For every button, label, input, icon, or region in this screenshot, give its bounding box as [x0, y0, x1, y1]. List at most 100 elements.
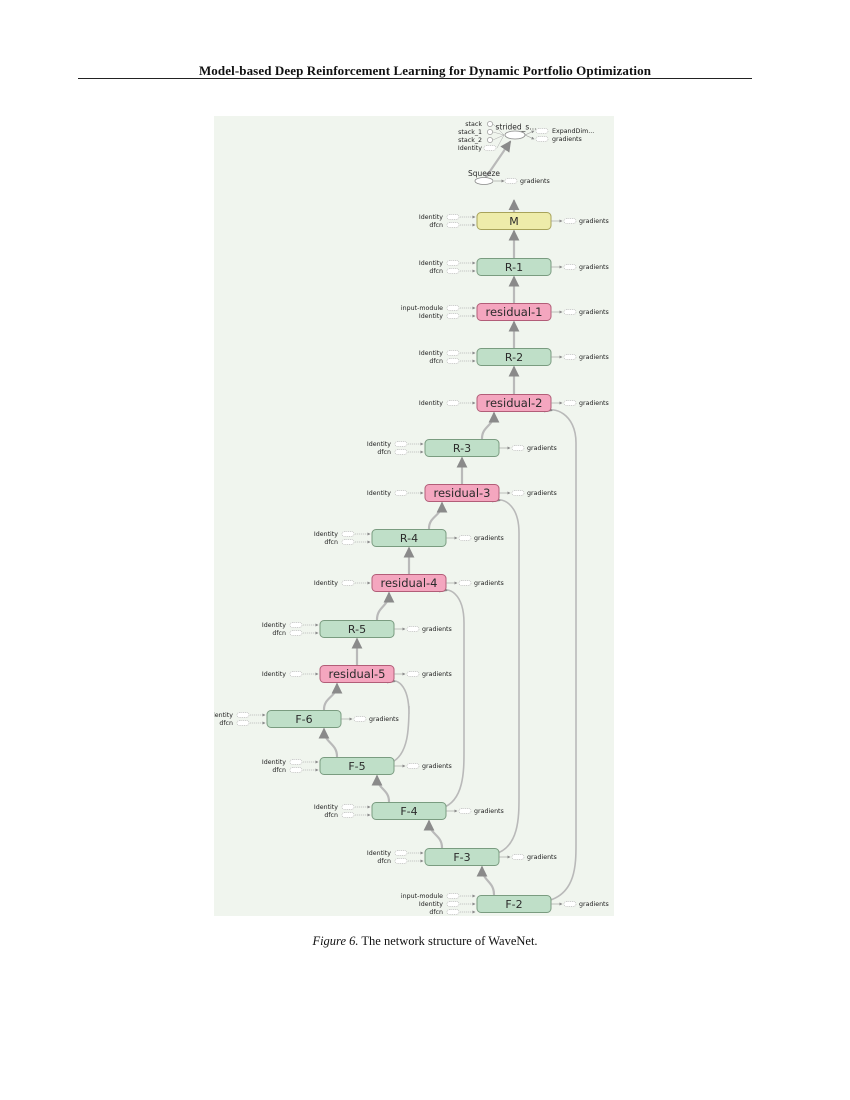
output-port-icon [511, 854, 525, 860]
output-port-icon [458, 808, 472, 814]
strided-input-edge [496, 134, 505, 149]
strided-output-arrow [524, 134, 535, 140]
node-F-5-input-label: Identity [262, 759, 286, 766]
node-F-4-output-label: gradients [474, 808, 504, 815]
input-port-icon [446, 909, 460, 915]
node-F-3-label: F-3 [453, 851, 470, 864]
input-port-icon [394, 490, 408, 496]
node-F-2-label: F-2 [505, 898, 522, 911]
edge-squeeze-to-strided [482, 140, 512, 182]
node-M-label: M [509, 215, 519, 228]
node-R-1-label: R-1 [505, 261, 523, 274]
running-title: Model-based Deep Reinforcement Learning … [198, 63, 652, 78]
node-residual-5-input-label: Identity [262, 671, 286, 678]
node-R-1-input-label: Identity [419, 260, 443, 267]
skip-edge-F-2-to-residual-2 [543, 404, 577, 902]
node-F-3-input-label: dfcn [377, 858, 391, 865]
input-port-icon [289, 622, 303, 628]
strided-output-arrow [524, 130, 535, 136]
squeeze-op-ellipse [474, 177, 494, 185]
node-residual-2-label: residual-2 [485, 396, 542, 410]
skip-edge-F-4-to-residual-4 [438, 584, 465, 809]
output-port-icon [406, 763, 420, 769]
node-F-4-input-label: Identity [314, 804, 338, 811]
skip-edge-F-5-to-residual-5 [386, 675, 410, 764]
figure-caption: Figure 6. The network structure of WaveN… [0, 934, 850, 949]
output-port-icon [458, 535, 472, 541]
skip-edge-F-3-to-residual-3 [491, 494, 520, 855]
graph-top-ops: Squeezegradientsstrided_s...stackstack_1… [458, 121, 594, 185]
strided-input-label: stack [465, 121, 482, 128]
node-R-3-output-label: gradients [527, 445, 557, 452]
output-port-icon [563, 400, 577, 406]
node-F-2-input-label: dfcn [429, 909, 443, 916]
node-F-6-input-label: Identity [214, 712, 233, 719]
strided-input-edge [492, 131, 505, 136]
node-R-4-label: R-4 [400, 532, 418, 545]
strided-input-label: Identity [458, 145, 482, 152]
strided-slice-label: strided_s... [496, 123, 537, 132]
caption-text: The network structure of WaveNet. [361, 934, 538, 948]
input-port-icon [236, 712, 250, 718]
strided-output-label: gradients [552, 136, 582, 143]
node-R-3-label: R-3 [453, 442, 471, 455]
node-F-5-output-label: gradients [422, 763, 452, 770]
node-R-1-input-label: dfcn [429, 268, 443, 275]
input-port-icon [446, 268, 460, 274]
graph-canvas: MIdentitydfcngradientsR-1Identitydfcngra… [214, 121, 609, 916]
node-F-4-input-label: dfcn [324, 812, 338, 819]
caption-label: Figure 6. [312, 934, 359, 948]
stack-node-icon [487, 137, 493, 143]
input-port-icon [446, 313, 460, 319]
output-port-icon [458, 580, 472, 586]
node-R-4-output-label: gradients [474, 535, 504, 542]
input-port-icon [236, 720, 250, 726]
input-port-icon [394, 441, 408, 447]
strided-slice-op-ellipse [504, 130, 526, 140]
input-port-icon [394, 858, 408, 864]
input-port-icon [446, 350, 460, 356]
input-port-icon [483, 145, 497, 151]
squeeze-output-label: gradients [520, 178, 550, 185]
edge-F-3-to-F-4 [423, 819, 444, 849]
edge-R-4-to-residual-3 [427, 501, 448, 530]
node-R-2-label: R-2 [505, 351, 523, 364]
edge-F-6-to-residual-5 [322, 682, 343, 711]
header-rule [78, 78, 752, 79]
node-M-input-label: Identity [419, 214, 443, 221]
input-port-icon [446, 358, 460, 364]
input-port-icon [446, 214, 460, 220]
output-port-icon [511, 490, 525, 496]
node-R-4-input-label: Identity [314, 531, 338, 538]
stack-node-icon [487, 129, 493, 135]
node-R-5-input-label: dfcn [272, 630, 286, 637]
edge-R-5-to-residual-4 [375, 591, 395, 621]
stack-node-icon [487, 121, 493, 127]
node-residual-3-output-label: gradients [527, 490, 557, 497]
node-F-5-input-label: dfcn [272, 767, 286, 774]
output-port-icon [406, 626, 420, 632]
node-residual-2-output-label: gradients [579, 400, 609, 407]
input-port-icon [446, 893, 460, 899]
node-R-4-input-label: dfcn [324, 539, 338, 546]
output-port-icon [535, 136, 549, 142]
input-port-icon [394, 449, 408, 455]
node-R-1-output-label: gradients [579, 264, 609, 271]
node-F-2-input-label: Identity [419, 901, 443, 908]
node-R-3-input-label: Identity [367, 441, 391, 448]
node-R-5-output-label: gradients [422, 626, 452, 633]
strided-input-edge [492, 134, 505, 141]
node-M-output-label: gradients [579, 218, 609, 225]
